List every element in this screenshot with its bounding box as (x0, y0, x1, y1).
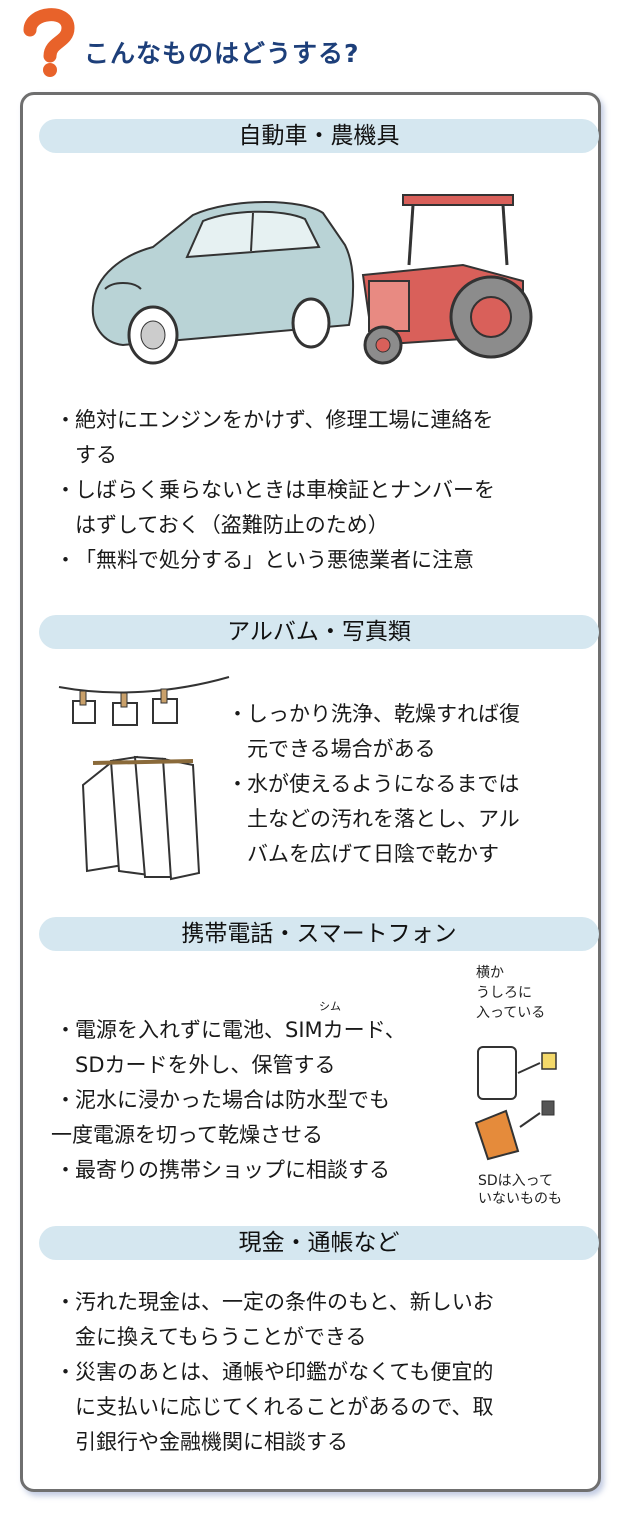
list-item: ・ 泥水に浸かった場合は防水型でも 一度電源を切って乾燥させる (51, 1088, 390, 1147)
note-bottom-line-1: SDは入って (478, 1173, 553, 1189)
list-item: ・ 水が使えるようになるまでは 土などの汚れを落とし、アル バムを広げて日陰で乾… (227, 772, 520, 866)
list-item: ・ しばらく乗らないときは車検証とナンバーを はずしておく（盗難防止のため） (55, 478, 495, 537)
list-item: ・ 汚れた現金は、一定の条件のもと、新しいお 金に換えてもらうことができる (55, 1290, 494, 1349)
question-mark-icon (23, 8, 75, 77)
section-heading-vehicles: 自動車・農機具 (39, 119, 599, 153)
car-and-tractor-illustration (91, 194, 533, 365)
section-heading-phones: 携帯電話・スマートフォン (39, 917, 599, 951)
list-item: ・ 電源を入れずに電池、SIMカード、 SDカードを外し、保管する (55, 1018, 406, 1077)
list-item: ・ しっかり洗浄、乾燥すれば復 元できる場合がある (227, 702, 520, 761)
album-pages-icon (81, 755, 201, 881)
note-top-line-2: うしろに (476, 985, 532, 1001)
bullet-list-albums: ・ しっかり洗浄、乾燥すれば復 元できる場合がある ・ 水が使えるようになるまで… (223, 697, 583, 872)
car-icon (91, 201, 355, 365)
section-heading-cash: 現金・通帳など (39, 1226, 599, 1260)
phone-illustration: 横か うしろに 入っている SDは入って いないものも (474, 965, 562, 1207)
bullet-list-cash: ・ 汚れた現金は、一定の条件のもと、新しいお 金に換えてもらうことができる ・ … (51, 1285, 581, 1460)
page-title: こんなものはどうする? (84, 39, 360, 68)
list-item: ・ 「無料で処分する」という悪徳業者に注意 (55, 548, 474, 572)
section-heading-albums: アルバム・写真類 (39, 615, 599, 649)
note-top-line-3: 入っている (476, 1005, 545, 1021)
bullet-list-phones: ・ 電源を入れずに電池、SIMカード、 SDカードを外し、保管する ・ 泥水に浸… (51, 1013, 481, 1188)
list-item: ・ 災害のあとは、通帳や印鑑がなくても便宜的 に支払いに応じてくれることがあるの… (55, 1360, 494, 1454)
tractor-icon (361, 194, 533, 365)
list-item: ・ 最寄りの携帯ショップに相談する (55, 1158, 390, 1182)
clothesline-icon (58, 676, 230, 726)
note-top-line-1: 横か (476, 965, 504, 981)
drying-photos-illustration (58, 676, 230, 881)
note-bottom-line-2: いないものも (478, 1191, 562, 1207)
sim-ruby: シム (319, 1000, 341, 1013)
content-card: 自動車・農機具 ・ 絶対にエンジンをかけず、修理工場に連絡を する (20, 92, 601, 1492)
smartphone-icon (474, 1100, 555, 1161)
list-item: ・ 絶対にエンジンをかけず、修理工場に連絡を する (55, 408, 494, 467)
phone-icon (477, 1046, 557, 1100)
bullet-list-vehicles: ・ 絶対にエンジンをかけず、修理工場に連絡を する ・ しばらく乗らないときは車… (51, 403, 581, 578)
